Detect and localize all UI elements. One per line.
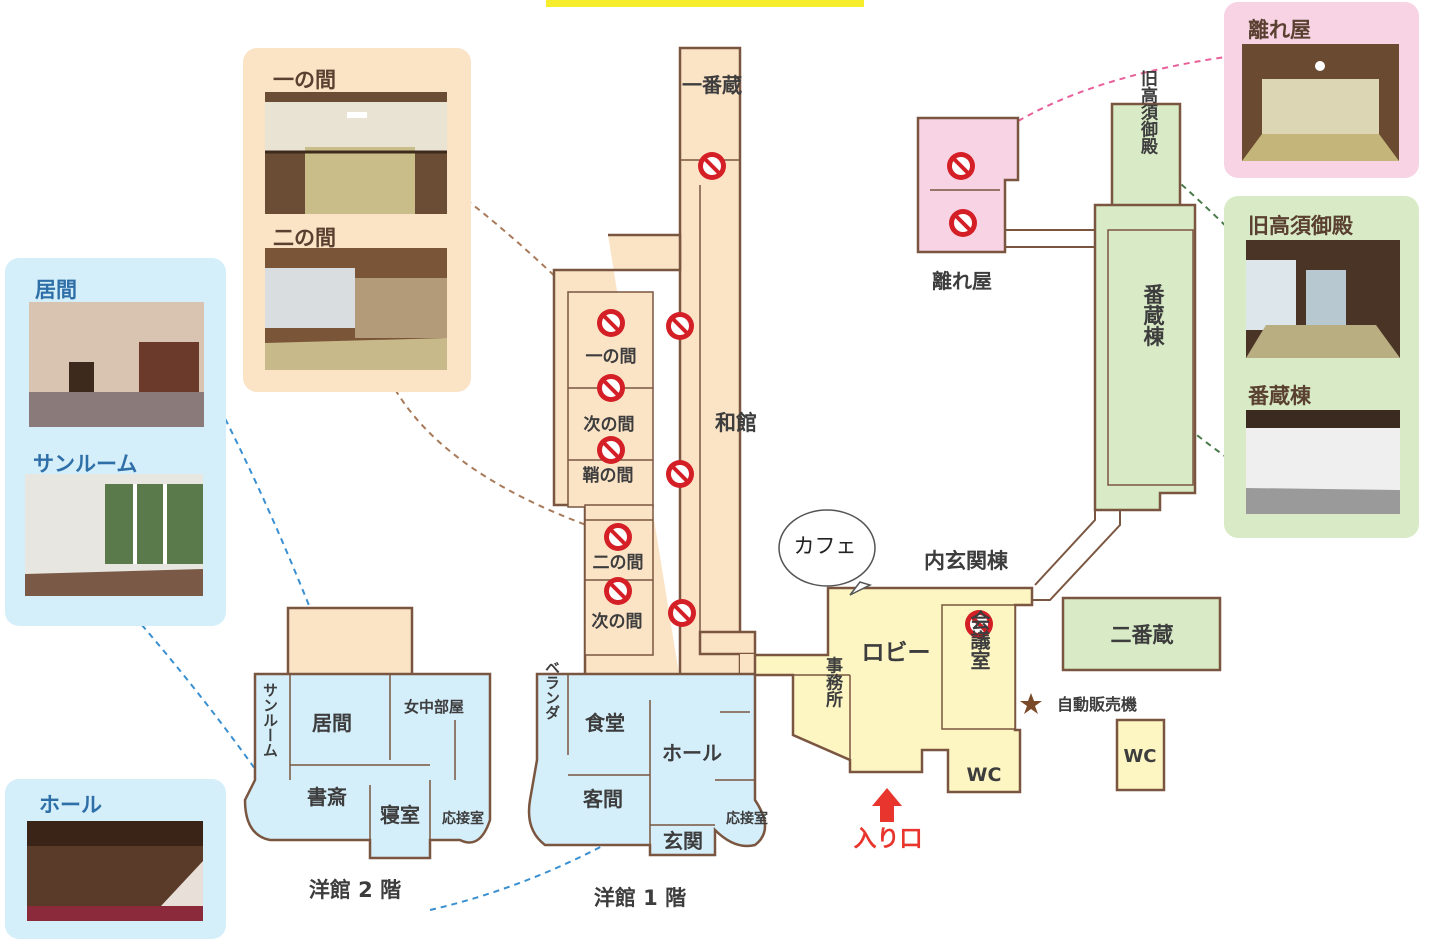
room-label-ichi-no-ma: 一の間 [586,347,637,367]
building-label-hanare: 離れ屋 [932,269,992,293]
room-label-wc-2: WC [1123,746,1156,767]
room-label-ni-no-ma: 二の間 [593,553,644,573]
star-icon [1020,693,1042,714]
tatami-corridor-photo [1246,240,1400,358]
room-label-shosai: 書斎 [307,785,347,809]
room-label-kyu-takasu-goten: 旧高須御殿 [1137,69,1159,155]
no-entry-icon [664,310,696,342]
section-label-uchigenkan: 内玄関棟 [924,549,1009,573]
panel-title-hall: ホール [39,793,102,817]
room-label-tsugi-no-ma-2: 次の間 [592,611,643,632]
room-label-veranda: ベランダ [543,660,561,720]
room-label-kaigishitsu: 会議室 [967,609,991,670]
panel-title-ima: 居間 [35,278,77,302]
room-label-ima: 居間 [312,711,352,735]
floor-map: 一番蔵 一の間 次の間 鞘の間 二の間 次の間 和館 サンルーム 居間 女中部屋… [119,0,1246,911]
panel-title-ni-no-ma: 二の間 [273,226,336,250]
room-label-banzo-to: 番蔵棟 [1141,284,1166,347]
room-label-sunroom: サンルーム [261,683,279,758]
room-label-osetsushitsu-1f: 応接室 [726,810,768,827]
no-entry-icon [666,597,698,629]
hall-photo-panel: ホール [5,779,226,939]
corridors [1005,229,1121,601]
sunroom-photo [25,474,203,596]
kura-building [1061,102,1222,792]
yokan2-interior [289,674,456,840]
panel-title-hanare: 離れ屋 [1248,18,1311,42]
room-label-shinshitsu: 寝室 [380,803,420,827]
vending-machine-label: 自動販売機 [1057,695,1137,714]
no-entry-icon [595,307,627,339]
no-entry-icon [947,207,979,239]
room-label-kyakuma: 客間 [582,787,623,811]
lobby-interior [793,674,851,760]
room-label-lobby: ロビー [862,640,931,666]
yokan1-building [527,672,767,857]
yokan2-photo-panel: 居間 サンルーム [5,258,226,626]
white-gallery-photo [1246,410,1400,514]
no-entry-icon [696,150,728,182]
room-label-tsugi-no-ma: 次の間 [584,414,635,435]
room-label-genkan: 玄関 [663,829,703,853]
hanare-building [916,116,1020,254]
tatami-room-photo [1242,44,1399,161]
room-label-ichibanzo: 一番蔵 [682,73,742,97]
hall-photo [27,821,203,921]
panel-title-ichi-no-ma: 一の間 [273,68,336,92]
no-entry-icon [602,575,634,607]
entrance-label: 入り口 [854,826,923,852]
japanese-room-photo [265,92,447,214]
hanare-photo-panel: 離れ屋 [1224,2,1419,178]
floor-label-yokan2: 洋館 2 階 [309,878,401,902]
floor-label-yokan1: 洋館 1 階 [594,886,686,910]
panel-title-kyu-takasu-goten: 旧高須御殿 [1248,214,1353,238]
room-label-wc: WC [967,764,1002,786]
room-label-hall: ホール [662,741,722,765]
cafe-bubble [778,509,876,596]
kura-photo-panel: 旧高須御殿 番蔵棟 [1224,196,1419,538]
wakan-building [552,46,835,740]
no-entry-icon [664,458,696,490]
no-entry-icon [595,372,627,404]
entrance-arrow-icon [872,788,902,822]
yokan2-building [243,606,492,860]
room-label-osetsushitsu-2f: 応接室 [442,810,484,827]
yokan1-interior [567,674,755,845]
no-entry-icon [945,150,977,182]
wakan-photo-panel: 一の間 二の間 [243,48,471,392]
section-label-wakan: 和館 [715,411,757,435]
title-bar [546,0,864,7]
cafe-label: カフェ [794,534,857,558]
room-label-saya-no-ma: 鞘の間 [583,465,634,486]
japanese-room-photo [265,248,447,370]
panel-title-banzo-to: 番蔵棟 [1248,384,1311,408]
western-living-room-photo [29,302,204,427]
room-label-jochu-beya: 女中部屋 [404,698,464,716]
building-label-nibanzo: 二番蔵 [1111,623,1174,647]
panel-title-sunroom: サンルーム [33,452,138,476]
no-entry-icon [595,434,627,466]
room-label-jimusho: 事務所 [822,656,843,708]
no-entry-icon [602,521,634,553]
room-label-shokudo: 食堂 [585,711,625,735]
